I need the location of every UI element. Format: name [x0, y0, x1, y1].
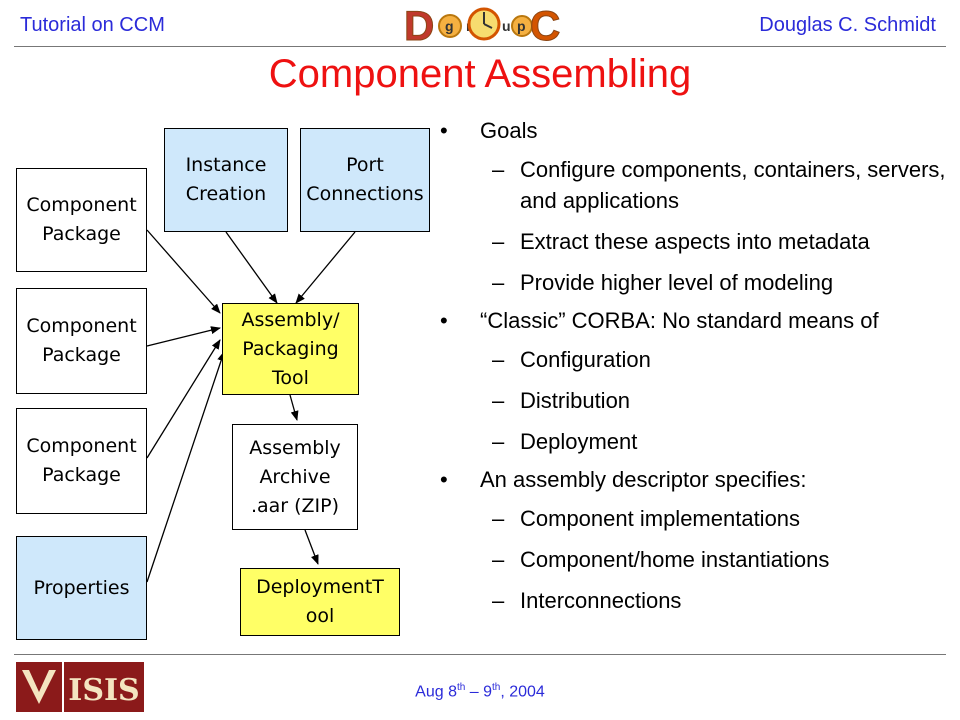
logo-letter-u: u: [502, 18, 511, 34]
footer-divider: [14, 654, 946, 655]
logo-letter-c: C: [530, 4, 560, 44]
header-course-title: Tutorial on CCM: [20, 14, 165, 36]
vanderbilt-isis-logo: ISIS: [16, 662, 144, 712]
component-package-box: Component Package: [16, 168, 147, 272]
sub-bullet-item: –Interconnections: [492, 588, 682, 613]
sub-bullet-item: –Distribution: [492, 388, 631, 413]
port-connections-box: Port Connections: [300, 128, 430, 232]
arrow-pkg2-to-tool: [146, 326, 221, 347]
instance-creation-box: Instance Creation: [164, 128, 288, 232]
sub-bullet-item: –Provide higher level of modeling: [492, 270, 834, 295]
isis-logo-text: ISIS: [68, 673, 139, 708]
bullet-list: Goals –Configure components, containers,…: [436, 118, 956, 626]
arrow-properties-to-tool: [146, 351, 225, 583]
logo-letter-p: p: [517, 18, 526, 34]
component-package-box: Component Package: [16, 288, 147, 394]
footer-date: Aug 8th – 9th, 2004: [415, 682, 545, 701]
arrow-pkg3-to-tool: [146, 339, 221, 459]
arrow-archive-to-deploy: [304, 529, 319, 565]
sub-bullet-item: –Component implementations: [492, 506, 801, 531]
bullet-item: “Classic” CORBA: No standard means of: [436, 308, 956, 334]
sub-bullet-item: –Extract these aspects into metadata: [492, 229, 870, 254]
deployment-tool-box: DeploymentT ool: [240, 568, 400, 636]
header-author: Douglas C. Schmidt: [759, 14, 936, 36]
bullet-item: Goals: [436, 118, 956, 144]
sub-bullet-item: –Configuration: [492, 347, 651, 372]
properties-box: Properties: [16, 536, 147, 640]
sub-bullet-item: –Deployment: [492, 429, 638, 454]
bullet-item: An assembly descriptor specifies:: [436, 467, 956, 493]
arrow-port-to-tool: [295, 231, 356, 304]
arrow-tool-to-archive: [289, 394, 299, 421]
sub-bullet-item: –Configure components, containers, serve…: [492, 157, 946, 213]
logo-letter-g: g: [445, 18, 454, 34]
sub-bullet-item: –Component/home instantiations: [492, 547, 830, 572]
component-package-box: Component Package: [16, 408, 147, 514]
assembly-packaging-tool-box: Assembly/ Packaging Tool: [222, 303, 359, 395]
arrow-pkg1-to-tool: [146, 229, 221, 314]
doc-group-logo: D g r u p C: [404, 4, 561, 44]
arrow-instance-to-tool: [225, 231, 278, 304]
header-divider: [14, 46, 946, 47]
slide-title: Component Assembling: [268, 52, 692, 96]
assembly-archive-box: Assembly Archive .aar (ZIP): [232, 424, 358, 530]
logo-letter-d: D: [404, 4, 434, 44]
